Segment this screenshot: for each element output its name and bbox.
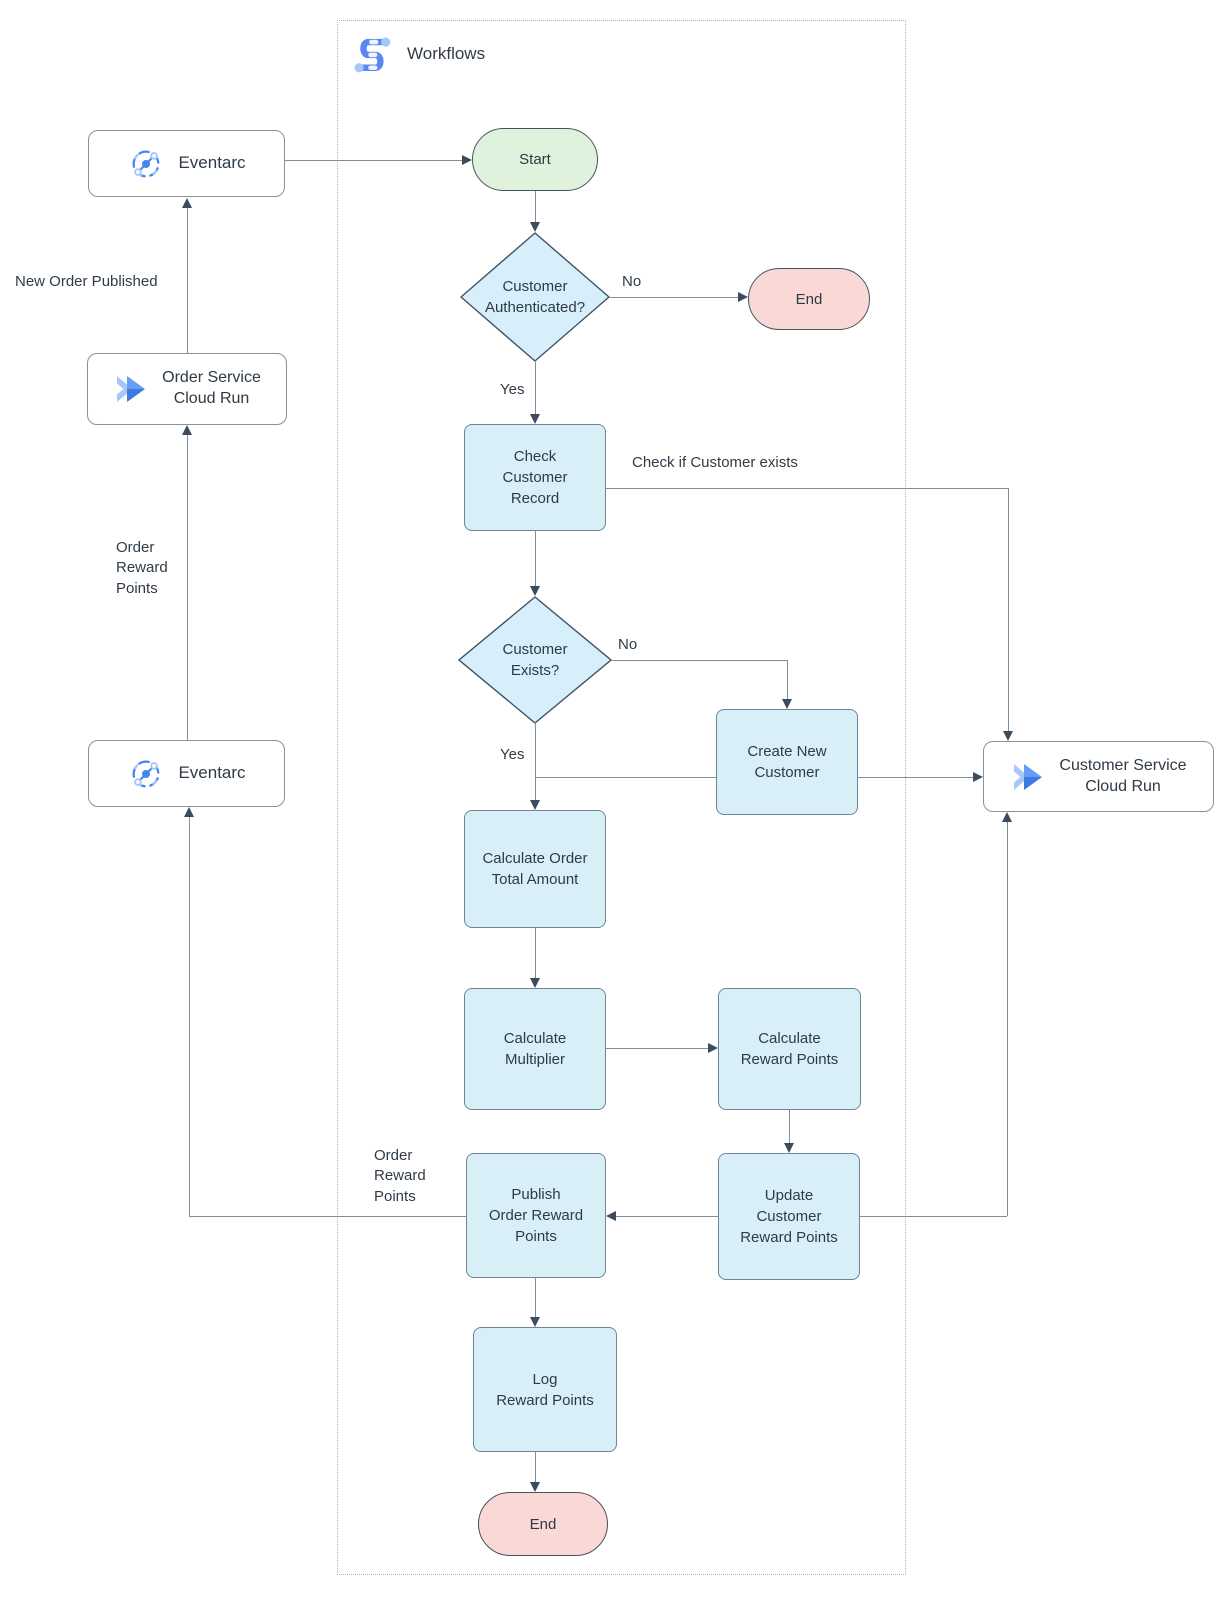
edge-check-to-customer-service xyxy=(606,488,1008,489)
edge-label-order-reward-points: Order Reward Points xyxy=(374,1147,426,1205)
node-log-reward-points: Log Reward Points xyxy=(473,1327,617,1452)
arrowhead xyxy=(530,586,540,596)
cloud-run-icon xyxy=(113,373,149,405)
decision-label: Customer Exists? xyxy=(502,641,568,679)
node-calculate-order-total: Calculate Order Total Amount xyxy=(464,810,606,928)
arrowhead xyxy=(784,1143,794,1153)
edge-authenticated-yes-to-check xyxy=(535,362,536,414)
node-label: Customer Service Cloud Run xyxy=(1059,756,1187,795)
arrowhead xyxy=(1003,731,1013,741)
arrowhead xyxy=(530,800,540,810)
node-label: Calculate Order Total Amount xyxy=(482,850,588,888)
edge-label-no: No xyxy=(622,273,642,290)
edge-exists-no-to-create xyxy=(787,660,788,699)
node-end-bottom: End xyxy=(478,1492,608,1556)
edge-eventarc-to-order-service xyxy=(187,435,188,740)
arrowhead xyxy=(1002,812,1012,822)
workflows-icon xyxy=(349,32,393,76)
arrowhead xyxy=(973,772,983,782)
edge-publish-to-eventarc xyxy=(189,817,190,1216)
edge-update-to-customer-service xyxy=(1007,822,1008,1216)
node-publish-order-reward-points: Publish Order Reward Points xyxy=(466,1153,606,1278)
node-check-customer-record: Check Customer Record xyxy=(464,424,606,531)
node-customer-service-cloud-run: Customer Service Cloud Run xyxy=(983,741,1214,812)
arrowhead xyxy=(530,222,540,232)
edge-create-to-customer-service xyxy=(858,777,973,778)
edge-check-to-exists xyxy=(535,531,536,586)
node-label: Publish Order Reward Points xyxy=(488,1186,584,1245)
edge-multiplier-to-reward xyxy=(606,1048,708,1049)
node-label: Calculate Multiplier xyxy=(503,1030,567,1068)
node-label: Order Service Cloud Run xyxy=(162,369,261,407)
edge-authenticated-no-to-end xyxy=(610,297,738,298)
arrowhead xyxy=(462,155,472,165)
edge-label-yes: Yes xyxy=(500,381,525,398)
node-label: End xyxy=(529,1515,557,1533)
node-label: Check Customer Record xyxy=(502,448,568,507)
edge-update-to-publish xyxy=(616,1216,718,1217)
node-label: End xyxy=(795,290,823,308)
node-update-customer-reward-points: Update Customer Reward Points xyxy=(718,1153,860,1280)
edge-label-check-if-customer-exists: Check if Customer exists xyxy=(632,454,798,471)
edge-label-yes: Yes xyxy=(500,746,525,763)
edge-label-no: No xyxy=(618,636,638,653)
workflows-group-title: Workflows xyxy=(349,32,485,76)
arrowhead xyxy=(782,699,792,709)
arrowhead xyxy=(184,807,194,817)
node-label: Update Customer Reward Points xyxy=(740,1187,838,1246)
node-label: Create New Customer xyxy=(747,743,827,781)
edge-publish-to-eventarc xyxy=(189,1216,466,1217)
node-calculate-multiplier: Calculate Multiplier xyxy=(464,988,606,1110)
node-order-service-cloud-run: Order Service Cloud Run xyxy=(87,353,287,425)
decision-customer-exists: Customer Exists? xyxy=(458,596,612,724)
cloud-run-icon xyxy=(1010,761,1046,793)
arrowhead xyxy=(606,1211,616,1221)
edge-label-new-order-published: New Order Published xyxy=(15,273,158,290)
edge-publish-to-log xyxy=(535,1278,536,1317)
node-create-new-customer: Create New Customer xyxy=(716,709,858,815)
node-calculate-reward-points: Calculate Reward Points xyxy=(718,988,861,1110)
edge-exists-yes-to-calc-order xyxy=(535,724,536,800)
edge-check-to-customer-service xyxy=(1008,488,1009,731)
edge-label-order-reward-points: Order Reward Points xyxy=(116,539,168,597)
node-label: Eventarc xyxy=(178,763,246,783)
node-label: Calculate Reward Points xyxy=(740,1030,839,1068)
edge-create-merge xyxy=(536,777,716,778)
eventarc-icon xyxy=(127,145,165,183)
edge-order-service-to-eventarc xyxy=(187,208,188,353)
node-eventarc-bottom: Eventarc xyxy=(88,740,285,807)
edge-reward-to-update xyxy=(789,1110,790,1143)
node-start: Start xyxy=(472,128,598,191)
node-end-top: End xyxy=(748,268,870,330)
eventarc-icon xyxy=(127,755,165,793)
workflows-group-label: Workflows xyxy=(407,44,486,63)
edge-log-to-end xyxy=(535,1452,536,1482)
arrowhead xyxy=(530,978,540,988)
decision-customer-authenticated: Customer Authenticated? xyxy=(460,232,610,362)
arrowhead xyxy=(530,1317,540,1327)
arrowhead xyxy=(182,425,192,435)
arrowhead xyxy=(530,1482,540,1492)
arrowhead xyxy=(530,414,540,424)
workflows-group-boundary xyxy=(337,20,906,1575)
arrowhead xyxy=(738,292,748,302)
decision-label: Customer Authenticated? xyxy=(484,278,586,316)
edge-calc-order-to-multiplier xyxy=(535,928,536,978)
node-eventarc-top: Eventarc xyxy=(88,130,285,197)
node-label: Eventarc xyxy=(178,153,246,173)
node-label: Start xyxy=(519,151,551,168)
arrowhead xyxy=(708,1043,718,1053)
arrowhead xyxy=(182,198,192,208)
edge-start-to-authenticated xyxy=(535,191,536,222)
edge-update-to-customer-service xyxy=(860,1216,1007,1217)
edge-eventarc-to-start xyxy=(285,160,462,161)
node-label: Log Reward Points xyxy=(496,1370,594,1409)
edge-exists-no-to-create xyxy=(612,660,787,661)
